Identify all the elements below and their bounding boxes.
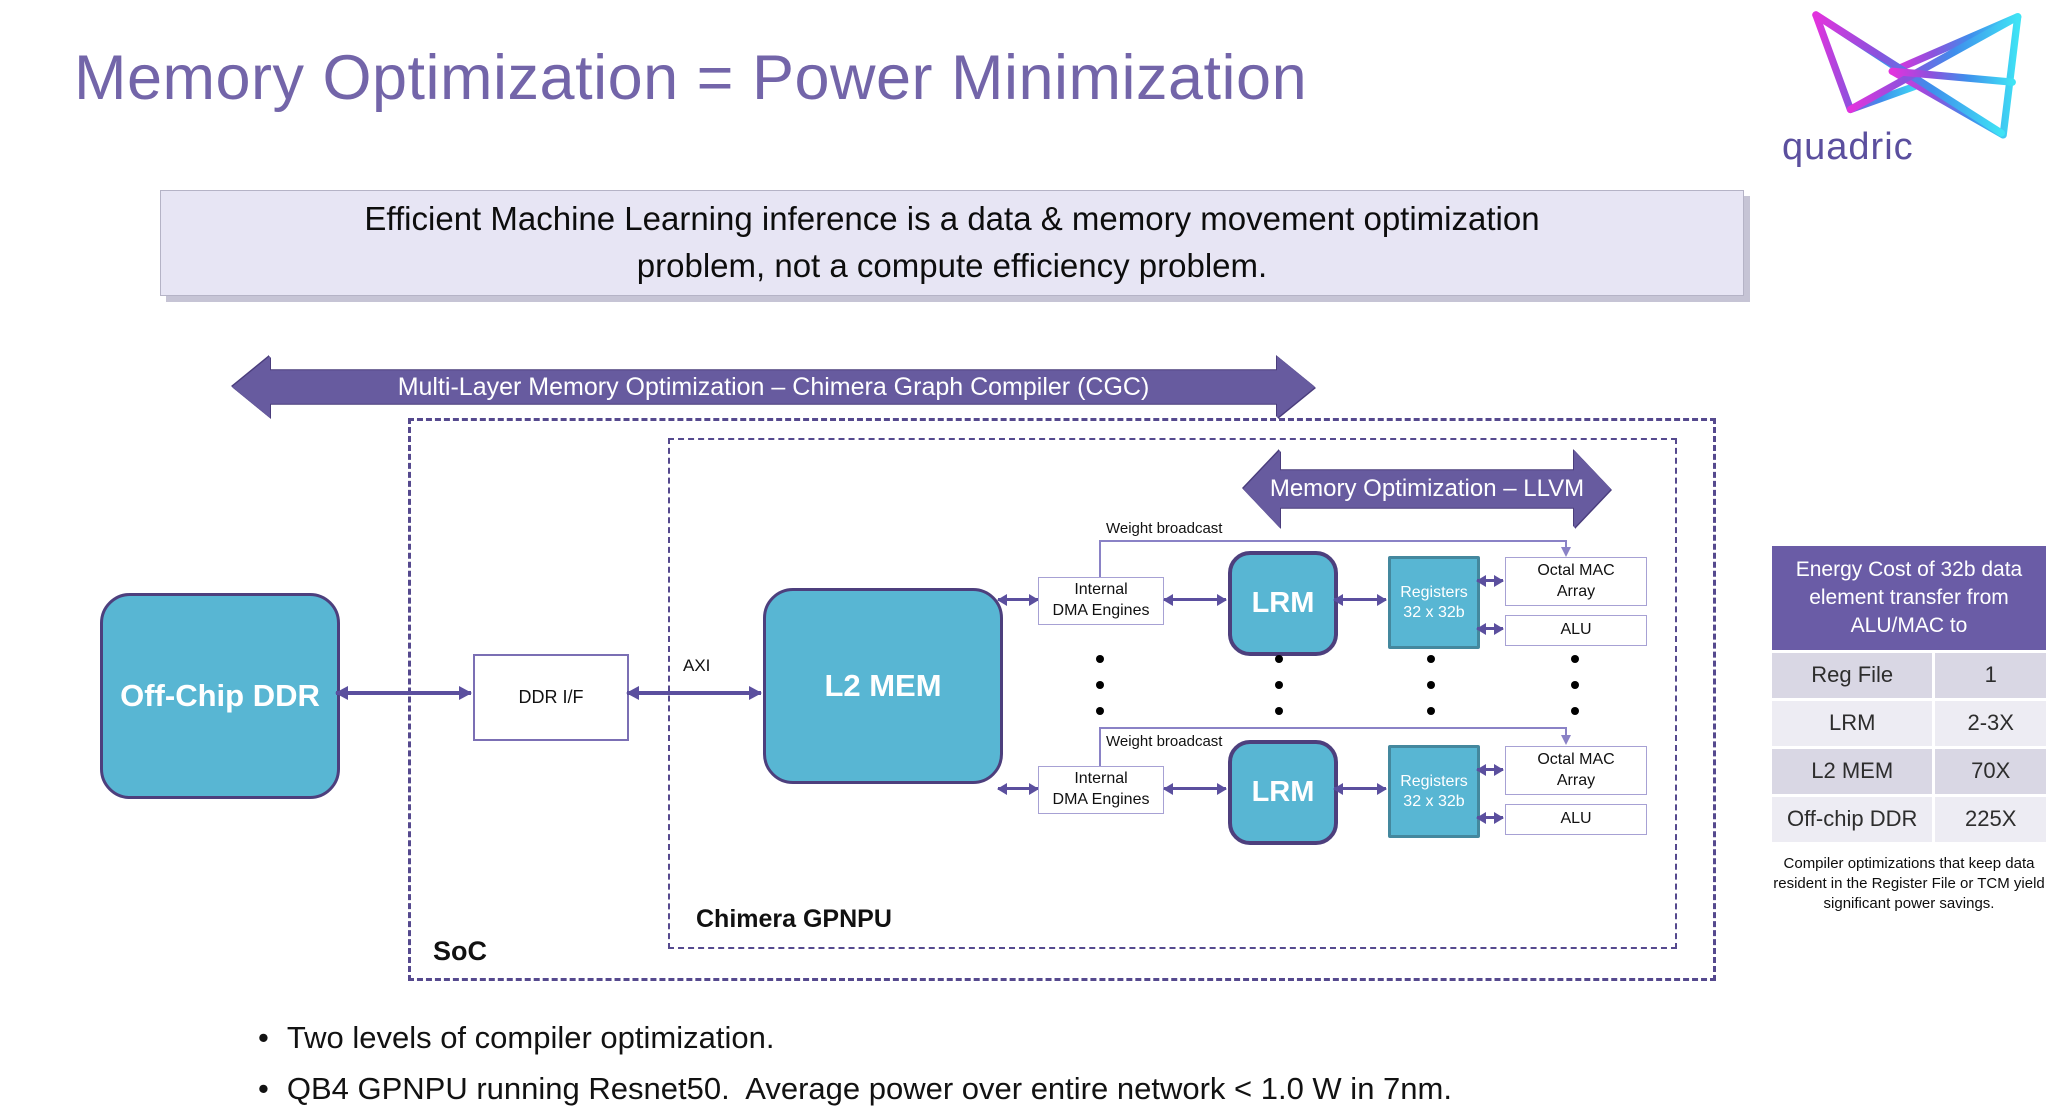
arrow-l2-to-dma-bottom bbox=[998, 787, 1038, 790]
octal-mac-label-line2: Array bbox=[1556, 771, 1596, 789]
arrow-registers-alu-bottom bbox=[1477, 816, 1503, 819]
arrow-ddr-to-ddrif bbox=[336, 691, 471, 695]
registers-label-line1: Registers bbox=[1400, 583, 1468, 601]
dma-label-line1: Internal bbox=[1074, 581, 1128, 599]
registers-label-line2: 32 x 32b bbox=[1403, 792, 1465, 810]
cgc-banner-arrow: Multi-Layer Memory Optimization – Chimer… bbox=[232, 356, 1315, 418]
table-row: LRM 2-3X bbox=[1772, 700, 2046, 746]
bullet-list: • Two levels of compiler optimization. •… bbox=[258, 1016, 1452, 1117]
soc-box bbox=[408, 418, 1716, 981]
energy-table: Energy Cost of 32b data element transfer… bbox=[1772, 546, 2046, 915]
bullet-text: QB4 GPNPU running Resnet50. Average powe… bbox=[286, 1071, 1452, 1107]
chimera-gpnpu-label: Chimera GPNPU bbox=[696, 905, 892, 933]
lrm-label: LRM bbox=[1251, 776, 1315, 808]
arrow-ddrif-to-l2mem bbox=[627, 691, 761, 695]
arrow-registers-mac-bottom bbox=[1477, 768, 1503, 771]
energy-table-header: Energy Cost of 32b data element transfer… bbox=[1772, 546, 2046, 650]
callout-line2: problem, not a compute efficiency proble… bbox=[636, 247, 1268, 284]
soc-label: SoC bbox=[433, 936, 487, 966]
offchip-ddr-box: Off-Chip DDR bbox=[100, 593, 340, 799]
octal-mac-label-line2: Array bbox=[1556, 582, 1596, 600]
registers-box-top: Registers 32 x 32b bbox=[1388, 556, 1480, 649]
offchip-ddr-label: Off-Chip DDR bbox=[120, 678, 320, 713]
ddr-if-label: DDR I/F bbox=[518, 687, 584, 707]
lrm-box-bottom: LRM bbox=[1228, 740, 1338, 845]
weight-broadcast-label-top: Weight broadcast bbox=[1106, 520, 1223, 537]
llvm-banner-arrow: Memory Optimization – LLVM bbox=[1243, 450, 1611, 528]
row-value: 225X bbox=[1935, 796, 2046, 842]
bullet-dot-icon: • bbox=[258, 1020, 269, 1055]
weight-broadcast-hline-bottom bbox=[1099, 727, 1567, 729]
weight-broadcast-label-bottom: Weight broadcast bbox=[1106, 733, 1223, 750]
callout-line1: Efficient Machine Learning inference is … bbox=[364, 200, 1540, 238]
quadric-logo-mark bbox=[1812, 11, 2022, 139]
l2mem-box: L2 MEM bbox=[763, 588, 1003, 784]
llvm-banner-label: Memory Optimization – LLVM bbox=[1269, 475, 1585, 502]
bullet-item: • QB4 GPNPU running Resnet50. Average po… bbox=[258, 1067, 1452, 1110]
weight-broadcast-arrow-bottom bbox=[1565, 727, 1567, 736]
row-label: Off-chip DDR bbox=[1772, 796, 1933, 842]
page-title: Memory Optimization = Power Minimization bbox=[74, 43, 1308, 113]
row-label: L2 MEM bbox=[1772, 748, 1933, 794]
bullet-item: • Two levels of compiler optimization. bbox=[258, 1016, 1452, 1059]
octal-mac-label-line1: Octal MAC bbox=[1537, 561, 1615, 579]
alu-box-top: ALU bbox=[1505, 615, 1647, 646]
bullet-text: Two levels of compiler optimization. bbox=[286, 1020, 775, 1055]
arrow-registers-alu-top bbox=[1477, 627, 1503, 630]
callout-box: Efficient Machine Learning inference is … bbox=[160, 190, 1744, 296]
weight-broadcast-arrow-top bbox=[1565, 540, 1567, 548]
table-row: L2 MEM 70X bbox=[1772, 748, 2046, 794]
ddr-if-box: DDR I/F bbox=[473, 654, 629, 741]
table-row: Off-chip DDR 225X bbox=[1772, 796, 2046, 842]
alu-label: ALU bbox=[1560, 810, 1592, 828]
arrow-dma-lrm-bottom bbox=[1164, 787, 1226, 790]
registers-label-line2: 32 x 32b bbox=[1403, 603, 1465, 621]
l2mem-label: L2 MEM bbox=[824, 668, 942, 703]
dma-label-line2: DMA Engines bbox=[1052, 791, 1150, 808]
row-label: Reg File bbox=[1772, 652, 1933, 698]
weight-broadcast-vline-top bbox=[1099, 540, 1101, 577]
dma-label-line2: DMA Engines bbox=[1052, 602, 1150, 619]
octal-mac-box-top: Octal MAC Array bbox=[1505, 557, 1647, 606]
octal-mac-box-bottom: Octal MAC Array bbox=[1505, 746, 1647, 795]
quadric-wordmark: quadric bbox=[1782, 126, 1914, 168]
weight-broadcast-hline-top bbox=[1099, 540, 1567, 542]
lrm-box-top: LRM bbox=[1228, 551, 1338, 656]
dma-label-line1: Internal bbox=[1074, 770, 1128, 788]
weight-broadcast-vline-bottom bbox=[1099, 727, 1101, 766]
axi-label: AXI bbox=[683, 656, 711, 675]
alu-box-bottom: ALU bbox=[1505, 804, 1647, 835]
row-value: 1 bbox=[1935, 652, 2046, 698]
registers-box-bottom: Registers 32 x 32b bbox=[1388, 745, 1480, 838]
internal-dma-box-top: Internal DMA Engines bbox=[1038, 577, 1164, 625]
energy-table-caption: Compiler optimizations that keep data re… bbox=[1773, 854, 2045, 913]
row-label: LRM bbox=[1772, 700, 1933, 746]
lrm-label: LRM bbox=[1251, 587, 1315, 619]
registers-label-line1: Registers bbox=[1400, 772, 1468, 790]
table-row: Reg File 1 bbox=[1772, 652, 2046, 698]
arrow-lrm-registers-bottom bbox=[1334, 787, 1386, 790]
alu-label: ALU bbox=[1560, 621, 1592, 639]
row-value: 70X bbox=[1935, 748, 2046, 794]
row-value: 2-3X bbox=[1935, 700, 2046, 746]
arrow-registers-mac-top bbox=[1477, 579, 1503, 582]
bullet-dot-icon: • bbox=[258, 1071, 269, 1107]
cgc-banner-label: Multi-Layer Memory Optimization – Chimer… bbox=[397, 372, 1150, 401]
octal-mac-label-line1: Octal MAC bbox=[1537, 750, 1615, 768]
arrow-l2-to-dma-top bbox=[998, 598, 1038, 601]
arrow-dma-lrm-top bbox=[1164, 598, 1226, 601]
arrow-lrm-registers-top bbox=[1334, 598, 1386, 601]
internal-dma-box-bottom: Internal DMA Engines bbox=[1038, 766, 1164, 814]
